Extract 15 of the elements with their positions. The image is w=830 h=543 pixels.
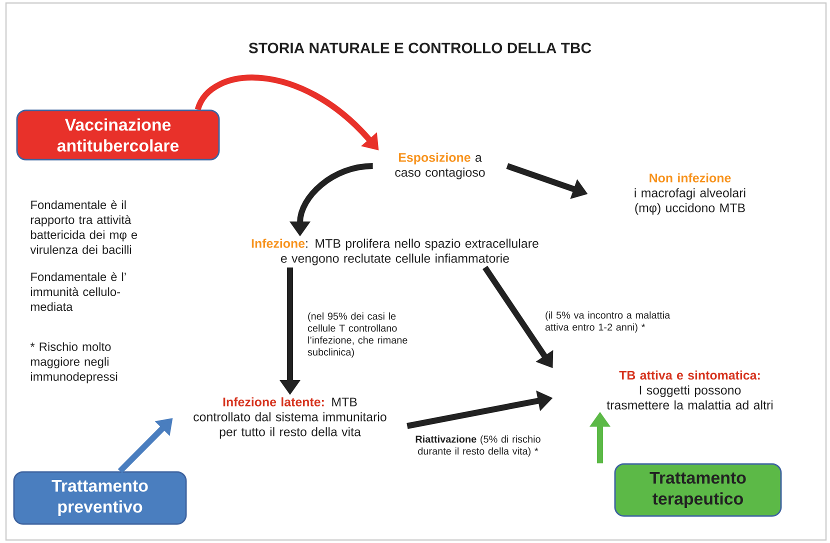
note-text: Fondamentale è il rapporto tra attività battericida dei mφ e virulenza dei bacilli: [30, 200, 138, 254]
treatment-box: Trattamento terapeutico: [614, 463, 782, 517]
treatment-box: Trattamento preventivo: [13, 471, 187, 525]
stage-text: TB attiva e sintomatica: I soggetti possono trasmettere la malattia ad altri: [606, 370, 773, 410]
note-text: * Rischio molto maggiore negli immunodepressi: [30, 342, 118, 384]
edge-label: (nel 95% dei casi le cellule T controllano l’infezione, che rimane subclinica): [308, 312, 408, 358]
stage-text: Esposizione a caso contagioso: [395, 152, 485, 180]
stage-text: Infezione: MTB prolifera nello spazio extracellulare e vengono reclutate cellule infiammatorie: [252, 238, 538, 266]
note-text: Fondamentale è l’ immunità cellulo-mediata: [31, 272, 126, 311]
stage-text: Infezione latente: MTB controllato dal sistema immunitario per tutto il resto della vita: [194, 397, 386, 439]
title: STORIA NATURALE E CONTROLLO DELLA TBC: [248, 42, 592, 54]
vaccination-box: Vaccinazione antitubercolare: [16, 110, 220, 160]
edge-label: Riattivazione (5% di rischio durante il resto della vita) *: [416, 435, 540, 457]
stage-text: Non infezione i macrofagi alveolari (mφ) uccidono MTB: [634, 173, 746, 215]
edge-label: (il 5% va incontro a malattia attiva entro 1-2 anni) *: [545, 311, 670, 333]
